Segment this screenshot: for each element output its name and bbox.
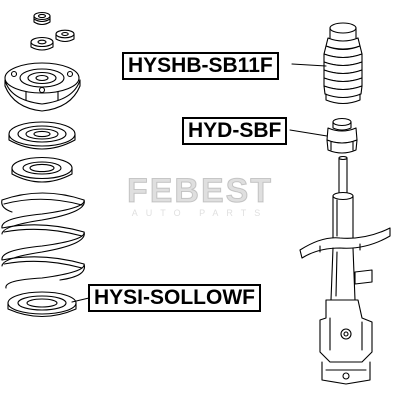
part-label-boot[interactable]: HYSHB-SB11F: [122, 52, 279, 81]
leader-lines: [71, 63, 328, 303]
top-nut-icon: [33, 11, 51, 26]
spring-seat-icon: [7, 291, 77, 317]
coil-spring-icon: [1, 192, 86, 289]
leader-line-bump: [289, 129, 328, 137]
leader-line-boot: [291, 63, 327, 67]
upper-spring-seat-icon: [8, 121, 76, 150]
part-label-bump-stop[interactable]: HYD-SBF: [182, 117, 288, 146]
dust-boot-icon: [323, 22, 363, 105]
washer-icon: [30, 36, 54, 51]
watermark-subtitle: AUTO PARTS: [131, 208, 269, 218]
leader-line-spring: [71, 297, 90, 303]
washer-icon: [55, 29, 75, 43]
part-label-spring-seat[interactable]: HYSI-SOLLOWF: [88, 284, 261, 313]
spring-pad-icon: [11, 156, 73, 183]
strut-mount-icon: [4, 62, 81, 112]
shock-absorber-icon: [299, 155, 391, 385]
bump-stop-icon: [326, 117, 358, 154]
watermark-logo: FEBEST: [126, 172, 274, 211]
